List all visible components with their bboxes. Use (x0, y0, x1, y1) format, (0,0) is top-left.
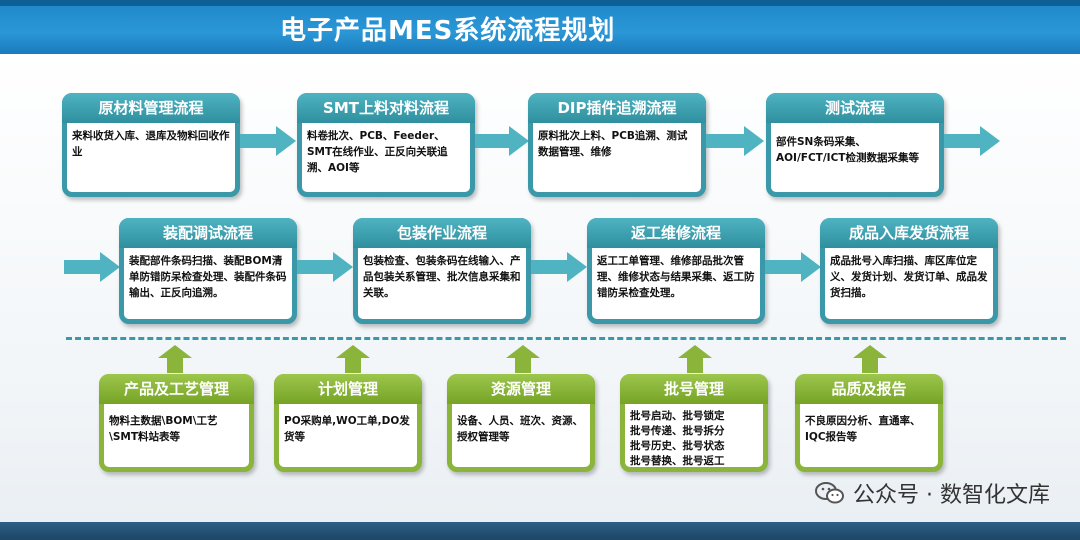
card-body: 装配部件条码扫描、装配BOM清单防错防呆检查处理、装配件条码输出、正反向追溯。 (129, 255, 287, 299)
title-band (0, 0, 1080, 6)
card-body: 不良原因分析、直通率、IQC报告等 (805, 415, 921, 443)
process-card-warehouse: 成品入库发货流程 成品批号入库扫描、库区库位定义、发货计划、发货订单、成品发货扫… (820, 218, 998, 324)
mgmt-card-product-process: 产品及工艺管理 物料主数据\BOM\工艺\SMT料站表等 (99, 374, 254, 472)
batch-line: 批号启动、批号锁定 (630, 410, 725, 422)
watermark: 公众号 · 数智化文库 (815, 477, 1050, 509)
mgmt-card-planning: 计划管理 PO采购单,WO工单,DO发货等 (274, 374, 422, 472)
card-body: 设备、人员、班次、资源、授权管理等 (457, 415, 583, 443)
card-header: 返工维修流程 (587, 218, 765, 248)
card-header: SMT上料对料流程 (297, 93, 475, 123)
arrow-right-icon (240, 126, 296, 156)
title-bar: 电子产品MES系统流程规划 (0, 0, 1080, 54)
process-card-test: 测试流程 部件SN条码采集、AOI/FCT/ICT检测数据采集等 (766, 93, 944, 197)
arrow-right-icon (475, 126, 529, 156)
bottom-bar (0, 522, 1080, 540)
process-card-raw-material: 原材料管理流程 来料收货入库、退库及物料回收作业 (62, 93, 240, 197)
card-header: 测试流程 (766, 93, 944, 123)
card-body: 来料收货入库、退库及物料回收作业 (72, 130, 230, 158)
card-header: 包装作业流程 (353, 218, 531, 248)
card-header: 品质及报告 (795, 374, 943, 404)
card-header: 产品及工艺管理 (99, 374, 254, 404)
card-body: 批号启动、批号锁定 批号传递、批号拆分 批号历史、批号状态 批号替换、批号返工 (630, 409, 758, 469)
card-header: 计划管理 (274, 374, 422, 404)
card-body: 成品批号入库扫描、库区库位定义、发货计划、发货订单、成品发货扫描。 (830, 255, 988, 299)
arrow-right-icon (531, 252, 587, 282)
process-card-packaging: 包装作业流程 包装检查、包装条码在线输入、产品包装关系管理、批次信息采集和关联。 (353, 218, 531, 324)
batch-line: 批号传递、批号拆分 (630, 425, 725, 437)
wechat-icon (815, 482, 845, 504)
mgmt-card-resource: 资源管理 设备、人员、班次、资源、授权管理等 (447, 374, 595, 472)
mgmt-card-batch: 批号管理 批号启动、批号锁定 批号传递、批号拆分 批号历史、批号状态 批号替换、… (620, 374, 768, 472)
process-card-assembly: 装配调试流程 装配部件条码扫描、装配BOM清单防错防呆检查处理、装配件条码输出、… (119, 218, 297, 324)
arrow-up-icon (506, 345, 540, 373)
arrow-up-icon (678, 345, 712, 373)
page-title: 电子产品MES系统流程规划 (280, 16, 616, 46)
mgmt-card-quality: 品质及报告 不良原因分析、直通率、IQC报告等 (795, 374, 943, 472)
batch-line: 批号历史、批号状态 (630, 440, 725, 452)
card-header: 原材料管理流程 (62, 93, 240, 123)
arrow-right-icon (706, 126, 764, 156)
card-body: PO采购单,WO工单,DO发货等 (284, 415, 410, 443)
batch-line: 批号替换、批号返工 (630, 455, 725, 467)
arrow-right-icon (64, 252, 120, 282)
card-header: 批号管理 (620, 374, 768, 404)
card-header: 装配调试流程 (119, 218, 297, 248)
card-header: 资源管理 (447, 374, 595, 404)
card-body: 物料主数据\BOM\工艺\SMT料站表等 (109, 415, 218, 443)
card-body: 部件SN条码采集、AOI/FCT/ICT检测数据采集等 (776, 136, 919, 164)
arrow-right-icon (297, 252, 353, 282)
dashed-divider (66, 337, 1066, 340)
card-body: 料卷批次、PCB、Feeder、SMT在线作业、正反向关联追溯、AOI等 (307, 130, 448, 174)
arrow-right-icon (944, 126, 1000, 156)
process-card-rework: 返工维修流程 返工工单管理、维修部品批次管理、维修状态与结果采集、返工防错防呆检… (587, 218, 765, 324)
card-body: 包装检查、包装条码在线输入、产品包装关系管理、批次信息采集和关联。 (363, 255, 521, 299)
process-card-dip: DIP插件追溯流程 原料批次上料、PCB追溯、测试数据管理、维修 (528, 93, 706, 197)
arrow-up-icon (158, 345, 192, 373)
arrow-right-icon (765, 252, 821, 282)
watermark-text: 公众号 · 数智化文库 (853, 483, 1050, 508)
card-body: 返工工单管理、维修部品批次管理、维修状态与结果采集、返工防错防呆检查处理。 (597, 255, 755, 299)
card-header: 成品入库发货流程 (820, 218, 998, 248)
card-header: DIP插件追溯流程 (528, 93, 706, 123)
card-body: 原料批次上料、PCB追溯、测试数据管理、维修 (538, 130, 688, 158)
arrow-up-icon (336, 345, 370, 373)
process-card-smt: SMT上料对料流程 料卷批次、PCB、Feeder、SMT在线作业、正反向关联追… (297, 93, 475, 197)
arrow-up-icon (853, 345, 887, 373)
